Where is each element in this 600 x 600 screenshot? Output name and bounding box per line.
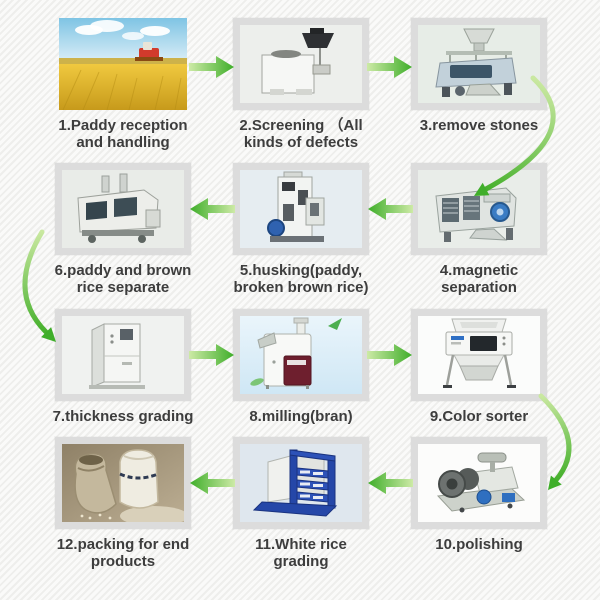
step-2-screening: 2.Screening （All kinds of defects — [211, 18, 391, 152]
step-5-husking: 5.husking(paddy, broken brown rice) — [211, 163, 391, 297]
step-label: 3.remove stones — [419, 117, 539, 134]
paddy-field-harvester-photo — [59, 18, 187, 110]
step-label: 2.Screening （All kinds of defects — [239, 117, 363, 152]
step-label: 7.thickness grading — [52, 408, 194, 425]
arrow-left-icon — [367, 196, 413, 222]
color-sorter-photo — [411, 309, 547, 401]
destoner-machine-photo — [411, 18, 547, 110]
step-3-remove-stones: 3.remove stones — [389, 18, 569, 134]
husking-machine-photo — [233, 163, 369, 255]
step-10-polishing: 10.polishing — [389, 437, 569, 553]
arrow-right-icon — [189, 54, 235, 80]
magnetic-separator-photo — [411, 163, 547, 255]
paddy-separator-photo — [55, 163, 191, 255]
step-label: 5.husking(paddy, broken brown rice) — [233, 262, 369, 297]
arrow-left-icon — [189, 470, 235, 496]
polishing-machine-illustration — [418, 444, 540, 522]
step-6-paddy-brown-separate: 6.paddy and brown rice separate — [33, 163, 213, 297]
milling-machine-photo — [233, 309, 369, 401]
polishing-machine-photo — [411, 437, 547, 529]
thickness-grader-photo — [55, 309, 191, 401]
step-label: 8.milling(bran) — [249, 408, 353, 425]
arrow-right-icon — [367, 342, 413, 368]
arrow-left-icon — [367, 470, 413, 496]
step-label: 11.White rice grading — [255, 536, 347, 571]
step-4-magnetic-separation: 4.magnetic separation — [389, 163, 569, 297]
step-1-paddy-reception: 1.Paddy reception and handling — [33, 18, 213, 152]
step-9-color-sorter: 9.Color sorter — [389, 309, 569, 425]
packing-bags-illustration — [62, 444, 184, 522]
step-7-thickness-grading: 7.thickness grading — [33, 309, 213, 425]
white-rice-grader-illustration — [240, 444, 362, 522]
paddy-field-illustration — [59, 18, 187, 110]
arrow-left-icon — [189, 196, 235, 222]
packing-bags-photo — [55, 437, 191, 529]
white-rice-grader-photo — [233, 437, 369, 529]
step-label: 9.Color sorter — [429, 408, 529, 425]
color-sorter-illustration — [418, 316, 540, 394]
arrow-right-icon — [367, 54, 413, 80]
magnetic-separator-illustration — [418, 170, 540, 248]
step-label: 4.magnetic separation — [439, 262, 519, 297]
screening-machine-illustration — [240, 25, 362, 103]
thickness-grader-illustration — [62, 316, 184, 394]
step-label: 10.polishing — [435, 536, 523, 553]
step-12-packing: 12.packing for end products — [33, 437, 213, 571]
husking-machine-illustration — [240, 170, 362, 248]
arrow-right-icon — [189, 342, 235, 368]
screening-machine-photo — [233, 18, 369, 110]
milling-machine-illustration — [240, 316, 362, 394]
paddy-separator-illustration — [62, 170, 184, 248]
step-label: 6.paddy and brown rice separate — [54, 262, 192, 297]
step-label: 12.packing for end products — [56, 536, 190, 571]
step-8-milling: 8.milling(bran) — [211, 309, 391, 425]
destoner-illustration — [418, 25, 540, 103]
step-11-white-rice-grading: 11.White rice grading — [211, 437, 391, 571]
step-label: 1.Paddy reception and handling — [58, 117, 188, 152]
